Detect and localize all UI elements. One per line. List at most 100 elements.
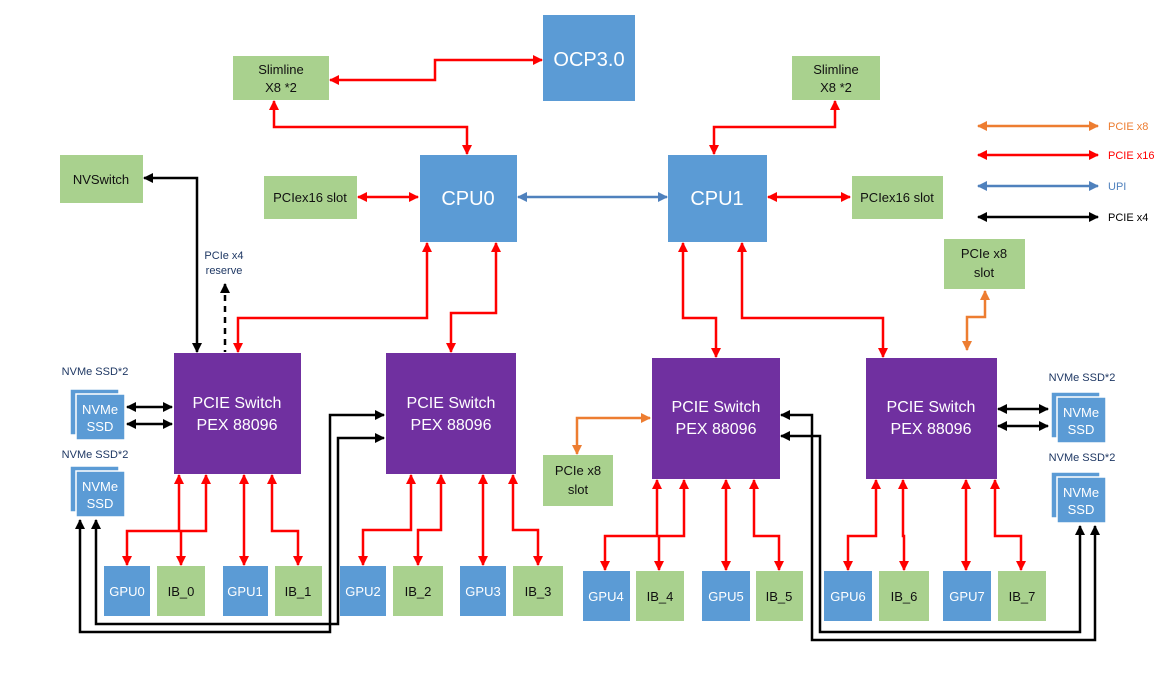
link-switch0-gpu0 — [122, 474, 184, 566]
link-nvswitch-switch0 — [143, 173, 202, 353]
legend-label-pcie-x8: PCIE x8 — [1108, 121, 1148, 133]
pciex16-left-node: PCIex16 slot — [264, 176, 357, 219]
ocp-node: OCP3.0 — [543, 15, 635, 101]
link-switch1-gpu2 — [358, 474, 416, 566]
nvme-left-1-line2: SSD — [87, 419, 114, 434]
nvme-right-1-line1: NVMe — [1063, 405, 1099, 420]
legend: PCIE x8 PCIE x16 UPI PCIE x4 — [977, 121, 1154, 224]
nvme-right-1: NVMe SSD*2 NVMe SSD — [1049, 372, 1116, 444]
link-switch2-ib4 — [654, 479, 689, 571]
nvme-right-1-line2: SSD — [1068, 422, 1095, 437]
gpu6-label: GPU6 — [830, 589, 865, 604]
pcie-switch-2: PCIE Switch PEX 88096 — [652, 358, 780, 479]
switch0-line2: PEX 88096 — [197, 417, 278, 434]
slimline-right-node: Slimline X8 *2 — [792, 56, 880, 100]
ib3-node: IB_3 — [513, 566, 563, 616]
switch0-line1: PCIE Switch — [193, 395, 282, 412]
ib7-label: IB_7 — [1009, 589, 1036, 604]
switch1-line2: PEX 88096 — [411, 417, 492, 434]
link-nvme-l2-switch1-a — [75, 410, 385, 634]
ib1-label: IB_1 — [285, 584, 312, 599]
nvme-right-1-caption: NVMe SSD*2 — [1049, 372, 1116, 384]
ib6-node: IB_6 — [879, 571, 929, 621]
link-cpu0-switch0 — [233, 242, 432, 353]
legend-label-pcie-x4: PCIE x4 — [1108, 212, 1148, 224]
ib0-label: IB_0 — [168, 584, 195, 599]
ib3-label: IB_3 — [525, 584, 552, 599]
pcie-switch-1: PCIE Switch PEX 88096 — [386, 353, 516, 474]
ib4-node: IB_4 — [636, 571, 684, 621]
ib2-node: IB_2 — [393, 566, 443, 616]
switch1-line1: PCIE Switch — [407, 395, 496, 412]
link-switch2-ib5 — [749, 479, 784, 571]
pcie-x8-slot-top-node: PCIe x8 slot — [944, 239, 1025, 289]
ib6-label: IB_6 — [891, 589, 918, 604]
link-slimline-right-cpu1 — [709, 100, 840, 155]
gpu2-label: GPU2 — [345, 584, 380, 599]
pciex16-right-node: PCIex16 slot — [852, 176, 943, 219]
nvme-left-1-line1: NVMe — [82, 402, 118, 417]
gpu2-node: GPU2 — [340, 566, 386, 616]
slimline-left-line1: Slimline — [258, 62, 304, 77]
link-switch3-gpu6 — [843, 479, 881, 571]
slimline-right-line1: Slimline — [813, 62, 859, 77]
slimline-left-node: Slimline X8 *2 — [233, 56, 329, 100]
nvme-right-2: NVMe SSD*2 NVMe SSD — [1049, 452, 1116, 524]
link-pcie-x8-slot-top — [962, 290, 990, 351]
pciex16-right-label: PCIex16 slot — [860, 190, 934, 205]
pcie-x8-slot-top-line2: slot — [974, 265, 995, 280]
ib1-node: IB_1 — [275, 566, 322, 616]
pcie-switch-3: PCIE Switch PEX 88096 — [866, 358, 997, 479]
ib4-label: IB_4 — [647, 589, 674, 604]
gpu5-label: GPU5 — [708, 589, 743, 604]
gpu6-node: GPU6 — [824, 571, 872, 621]
link-cpu1-switch2 — [678, 242, 721, 358]
nvme-left-2: NVMe SSD*2 NVMe SSD — [62, 449, 129, 518]
nvswitch-label: NVSwitch — [73, 172, 129, 187]
pcie-x8-slot-mid-line2: slot — [568, 482, 589, 497]
gpu1-label: GPU1 — [227, 584, 262, 599]
reserve-line2: reserve — [206, 265, 243, 277]
link-nvme-r2-switch2-b — [780, 431, 1085, 634]
link-pcie-x8-slot-mid — [572, 413, 651, 455]
ib7-node: IB_7 — [998, 571, 1046, 621]
gpu3-label: GPU3 — [465, 584, 500, 599]
nvme-left-2-caption: NVMe SSD*2 — [62, 449, 129, 461]
nvme-left-1-caption: NVMe SSD*2 — [62, 366, 129, 378]
link-switch0-ib0 — [176, 474, 211, 566]
link-switch0-ib1 — [267, 474, 303, 566]
cpu0-label: CPU0 — [441, 188, 494, 210]
connections — [75, 55, 1100, 642]
switch3-line1: PCIE Switch — [887, 399, 976, 416]
ib0-node: IB_0 — [157, 566, 205, 616]
gpu5-node: GPU5 — [702, 571, 750, 621]
nvme-right-2-caption: NVMe SSD*2 — [1049, 452, 1116, 464]
gpu4-label: GPU4 — [588, 589, 623, 604]
link-switch1-ib2 — [413, 474, 446, 566]
pcie-x8-slot-mid-line1: PCIe x8 — [555, 463, 601, 478]
ib5-node: IB_5 — [756, 571, 803, 621]
cpu1-node: CPU1 — [668, 155, 767, 242]
link-slimline-left-cpu0 — [269, 100, 472, 155]
pcie-x8-slot-mid-node: PCIe x8 slot — [543, 455, 613, 506]
nvme-left-2-line2: SSD — [87, 496, 114, 511]
switch2-line1: PCIE Switch — [672, 399, 761, 416]
pcie-x4-reserve-note: PCIe x4 reserve — [204, 250, 243, 277]
cpu0-node: CPU0 — [420, 155, 517, 242]
link-slimline-left-ocp — [329, 55, 543, 85]
gpu0-node: GPU0 — [104, 566, 150, 616]
link-switch3-ib7 — [990, 479, 1026, 571]
link-nvme-r2-switch2-a — [780, 410, 1100, 642]
link-cpu1-switch3 — [737, 242, 888, 358]
pcie-switch-0: PCIE Switch PEX 88096 — [174, 353, 301, 474]
nvme-right-2-line2: SSD — [1068, 502, 1095, 517]
ib2-label: IB_2 — [405, 584, 432, 599]
reserve-line1: PCIe x4 — [204, 250, 243, 262]
gpu3-node: GPU3 — [460, 566, 506, 616]
link-switch3-ib6 — [898, 479, 909, 571]
nvswitch-node: NVSwitch — [60, 155, 143, 203]
nvme-right-2-line1: NVMe — [1063, 485, 1099, 500]
link-switch1-ib3 — [508, 474, 543, 566]
gpu0-label: GPU0 — [109, 584, 144, 599]
cpu1-label: CPU1 — [690, 188, 743, 210]
